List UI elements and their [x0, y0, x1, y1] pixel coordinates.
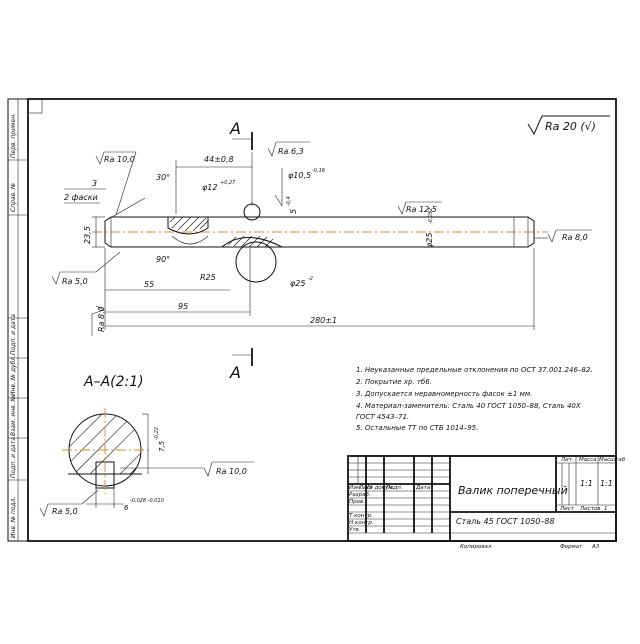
ra-12-5: Ra 12,5 — [406, 205, 437, 214]
dim-23-5: 23,5 — [83, 226, 92, 244]
sec-dim-7-5-tol: -0,22 — [154, 427, 160, 440]
dim-280: 280±1 — [310, 316, 337, 325]
tb-data: Дата — [415, 485, 431, 491]
tb-format: Формат — [560, 544, 583, 550]
part-material: Сталь 45 ГОСТ 1050–88 — [456, 517, 555, 526]
dim-d25: φ25 — [425, 233, 434, 248]
part-name: Валик поперечный — [458, 484, 568, 497]
tb-nkontr: Н.контр. — [349, 520, 374, 526]
tb-list: Лист — [358, 485, 374, 491]
dim-5: 5 — [289, 209, 298, 214]
dimension-texts: 3 2 фаски 30° 90° 44±0,8 φ12 +0,27 φ10,5… — [64, 155, 434, 325]
tb-utv: Утв. — [349, 527, 361, 533]
note-2: 2. Покрытие хр. тб6. — [356, 378, 432, 386]
dim-3: 3 — [92, 179, 97, 188]
dim-d105: φ10,5 — [288, 171, 311, 180]
dim-d25b-tol: -2 — [308, 276, 313, 282]
hole-circle — [243, 203, 261, 221]
dim-55: 55 — [144, 280, 154, 289]
roughness-symbols: Ra 10,0 Ra 6,3 Ra 12,5 Ra 8,0 Ra 5,0 Ra … — [51, 141, 592, 336]
stamp-3: Инв. № дубл. — [10, 355, 17, 396]
sec-dim-6: 6 — [124, 504, 129, 512]
tb-izm: Изм. — [349, 485, 362, 491]
stamp-0: Перв. примен. — [10, 113, 17, 158]
tb-prov: Пров. — [349, 499, 365, 505]
section-dimension-texts: 7,5 -0,22 6 -0,028 -0,010 — [124, 427, 166, 512]
dim-d12-tol: +0,27 — [220, 180, 236, 186]
stamp-6: Инв. № подл. — [10, 497, 17, 538]
dim-5-tol: -0,4 — [286, 196, 292, 206]
title-block — [347, 455, 617, 542]
ra-6-3: Ra 6,3 — [278, 147, 304, 156]
note-4-cont: ГОСТ 4543–71. — [356, 413, 409, 421]
stamp-2: Подп. и дата — [10, 314, 17, 355]
tb-dokum: № докум. — [366, 485, 394, 491]
tb-format-value: А3 — [591, 544, 600, 550]
tb-sheets: Листов — [579, 506, 601, 512]
ra-8-0-right: Ra 8,0 — [562, 233, 588, 242]
tb-mass-value: 1:1 — [580, 479, 593, 488]
dim-d12: φ12 — [202, 183, 217, 192]
sec-dim-6-tol: -0,028 -0,010 — [130, 498, 164, 504]
dimension-lines — [64, 152, 535, 330]
general-roughness-text: Ra 20 (√) — [545, 120, 596, 133]
dim-d105-tol: -0,16 — [312, 168, 325, 174]
sec-ra-5-0: Ra 5,0 — [52, 507, 78, 516]
groove-hatch — [169, 216, 209, 232]
sec-dim-7-5: 7,5 — [158, 440, 166, 452]
section-roughness: Ra 10,0 Ra 5,0 — [39, 461, 254, 517]
dim-chamfer-note: 2 фаски — [64, 193, 98, 202]
large-circle — [235, 241, 277, 283]
ra-5-0: Ra 5,0 — [62, 277, 88, 286]
note-4: 4. Материал-заменитель: Сталь 40 ГОСТ 10… — [356, 402, 581, 410]
section-label-top: А — [229, 119, 241, 138]
dim-d25-tol: -0,052 — [428, 208, 434, 224]
groove-section — [167, 216, 209, 235]
tb-razrab: Разраб. — [349, 492, 371, 498]
dim-d25b: φ25 — [290, 279, 305, 288]
stamp-1: Справ. № — [10, 183, 17, 212]
title-block-texts: Изм. Лист № докум. Подп. Дата Разраб. Пр… — [349, 457, 626, 550]
technical-notes: 1. Неуказанные предельные отклонения по … — [356, 366, 593, 432]
note-1: 1. Неуказанные предельные отклонения по … — [356, 366, 593, 374]
dim-95: 95 — [178, 302, 188, 311]
section-view — [62, 408, 150, 494]
note-5: 5. Остальные ТТ по СТБ 1014–95. — [356, 424, 478, 432]
section-view-title: А–А(2:1) — [83, 374, 144, 390]
undercut-hatch — [227, 235, 274, 248]
note-3: 3. Допускается неравномерность фасок ±1 … — [356, 390, 532, 398]
tb-mass: Масса — [579, 457, 597, 463]
dim-angle-30: 30° — [156, 173, 170, 182]
ra-10: Ra 10,0 — [104, 155, 135, 164]
section-dimension-lines — [86, 413, 149, 508]
dim-44: 44±0,8 — [204, 155, 234, 164]
ra-8-0-vertical: Ra 8,0 — [97, 306, 106, 332]
stamp-4: Взам. инв. № — [10, 395, 17, 436]
dim-angle-90: 90° — [156, 255, 170, 264]
tb-scale-value: 1:1 — [600, 479, 613, 488]
tb-lit: Лит. — [560, 457, 574, 463]
tb-sheets-value: 1 — [604, 506, 608, 512]
tb-podp: Подп. — [386, 485, 403, 491]
section-label-bottom: А — [229, 363, 241, 382]
undercut-r25 — [221, 237, 283, 248]
tb-tkontr: Т.контр. — [349, 513, 373, 519]
tb-copied: Копировал — [460, 544, 492, 550]
stamp-5: Подп. и дата — [10, 437, 17, 478]
tb-scale: Масштаб — [599, 457, 626, 463]
sec-ra-10: Ra 10,0 — [216, 467, 247, 476]
general-roughness: Ra 20 (√) — [527, 115, 610, 136]
dim-r25: R25 — [200, 273, 216, 282]
shaft-view: А А — [92, 119, 548, 382]
tb-sheet: Лист — [559, 506, 575, 512]
